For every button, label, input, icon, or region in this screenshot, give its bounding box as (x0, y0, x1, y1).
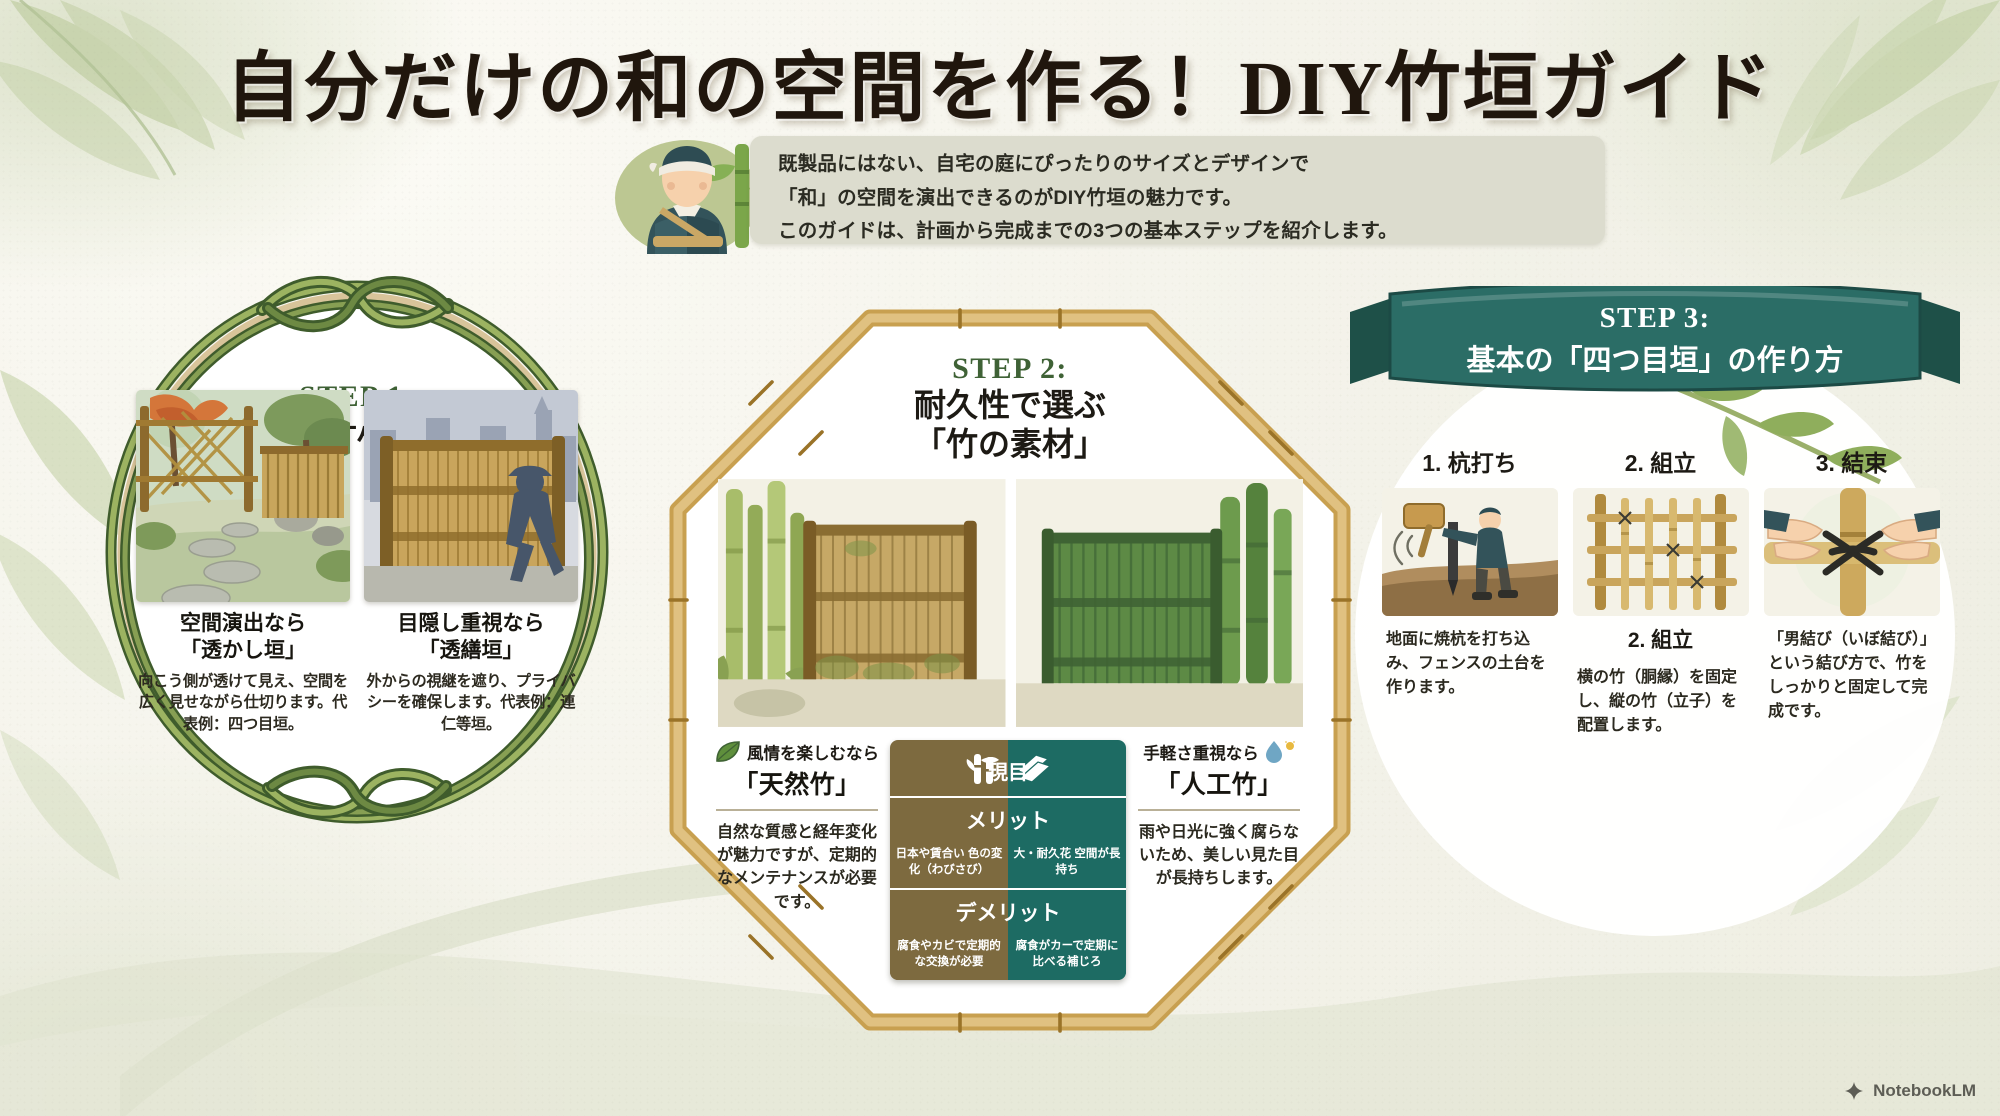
solid-bamboo-screen-fence-illustration (364, 390, 578, 602)
step1-card1-caption-head: 空間演出なら 「透かし垣」 (136, 611, 350, 665)
step3-title: 基本の「四つ目垣」の作り方 (1466, 345, 1844, 377)
step2-eyebrow: STEP 2: (952, 352, 1068, 385)
step3-item-2: 2. 組立 (1569, 444, 1752, 738)
comparison-demerit-natural: 腐食やカビで定期的な交換が必要 (890, 933, 1008, 981)
step3-ribbon: STEP 3: 基本の「四つ目垣」の作り方 (1350, 280, 1960, 396)
step2-natural-body: 自然な質感と経年変化が魅力ですが、定期的なメンテナンスが必要です。 (716, 824, 877, 911)
step1-card-mekakushigaki: 目隠し重視なら 「透繕垣」 外からの視継を遮り、プライバシーを確保します。代表例… (364, 390, 578, 735)
ribbon-shape (1350, 280, 1960, 392)
step3-item1-caption: 地面に焼杭を打ち込み、フェンスの土台を作ります。 (1386, 631, 1546, 696)
step3-item1-head: 1. 杭打ち (1422, 450, 1517, 476)
notebooklm-logo-icon (1845, 1082, 1864, 1100)
step1-card2-caption-body: 外からの視継を遮り、プライバシーを確保します。代表例：連仁等垣。 (366, 672, 576, 733)
comparison-header-label: 現目 (988, 762, 1028, 784)
comparison-merit-natural: 日本や賃合い 色の変化（わびさび） (890, 841, 1008, 889)
water-drop-sun-icon (1265, 741, 1295, 763)
japanese-garden-lattice-fence-illustration (136, 390, 350, 602)
intro-line-1: 既製品にはない、自宅の庭にぴったりのサイズとデザインで (778, 153, 1310, 175)
craftsman-with-bamboo-icon (615, 140, 783, 254)
step3-item2-caption: 横の竹（胴縁）を固定し、縦の竹（立子）を配置します。 (1577, 669, 1738, 734)
leaf-icon (716, 741, 740, 762)
comparison-merit-artificial: 大・耐久花 空間が長持ち (1008, 841, 1126, 889)
step2-natural-column: 風情を楽しむなら 「天然竹」 自然な質感と経年変化が魅力ですが、定期的なメンテナ… (712, 740, 882, 980)
footer-brand-text: NotebookLM (1873, 1081, 1976, 1100)
step1-card-sukashigaki: 空間演出なら 「透かし垣」 向こう側が透けて見え、空間を広く見せながら仕切ります… (136, 390, 350, 735)
divider (1138, 809, 1300, 811)
step1-card2-head-line2: 「透繕垣」 (418, 638, 524, 662)
step1-card1-head-line1: 空間演出なら (180, 612, 306, 635)
intro-section: 既製品にはない、自宅の庭にぴったりのサイズとデザインで 「和」の空間を演出できる… (595, 126, 1605, 254)
step1-card1-caption-body: 向こう側が透けて見え、空間を広く見せながら仕切ります。代表例：四つ目垣。 (138, 672, 348, 733)
hands-tying-knot-illustration (1763, 488, 1940, 616)
step3-circle-card (1355, 336, 1955, 936)
comparison-natural-header (890, 740, 1008, 796)
comparison-demerit-artificial: 腐食がカーで定期に比べる補じろ (1008, 933, 1126, 981)
step2-artificial-head: 手軽さ重視なら (1134, 740, 1304, 764)
step3-heading: STEP 3: 基本の「四つ目垣」の作り方 (1350, 302, 1960, 379)
step2-natural-name: 「天然竹」 (733, 771, 861, 799)
step3-item2-head: 2. 組立 (1624, 450, 1697, 476)
step3-item-3: 3. 結束 (1760, 444, 1943, 738)
step2-artificial-body: 雨や日光に強く腐らないため、美しい見た目が長持ちします。 (1138, 824, 1299, 888)
mallet-driving-stake-illustration (1381, 488, 1558, 616)
step2-title: 耐久性で選ぶ 「竹の素材」 (660, 386, 1360, 464)
intro-line-3: このガイドは、計画から完成までの3つの基本ステップを紹介します。 (778, 220, 1398, 243)
step2-comparison-table: 現目 メリット 日本や賃合い 色の変化（わびさび） 大・耐久花 空間が長持ち デ… (890, 740, 1126, 981)
artificial-bamboo-fence-photo (1015, 479, 1303, 727)
step3-item3-caption: 「男結び（いぼ結び）」という結び方で、竹をしっかりと固定して完成です。 (1768, 631, 1929, 720)
step2-heading: STEP 2: 耐久性で選ぶ 「竹の素材」 (660, 352, 1360, 464)
synthetic-panel-icon (1016, 754, 1052, 783)
step3-item3-head: 3. 結束 (1815, 450, 1888, 476)
step2-title-line2: 「竹の素材」 (913, 426, 1106, 463)
bamboo-stalk-icon (966, 754, 999, 784)
step1-card2-head-line1: 目隠し重視なら (397, 612, 545, 635)
step3-eyebrow: STEP 3: (1599, 302, 1711, 334)
natural-bamboo-fence-photo (718, 479, 1006, 727)
step2-artificial-name: 「人工竹」 (1155, 771, 1283, 799)
step2-artificial-column: 手軽さ重視なら 「人工竹」 雨や日光に強く腐らないため、美しい見た目が長持ちしま… (1134, 740, 1304, 980)
comparison-row-title-merit: メリット (966, 810, 1050, 833)
step3-item-1: 1. 杭打ち (1378, 444, 1561, 738)
step3-item2-subhead: 2. 組立 (1627, 629, 1694, 652)
step2-title-line1: 耐久性で選ぶ (913, 387, 1106, 423)
step1-panel: STEP 1: 目的で選ぶ「竹垣の種類」 (62, 262, 652, 832)
divider (716, 809, 878, 811)
intro-text-box: 既製品にはない、自宅の庭にぴったりのサイズとデザインで 「和」の空間を演出できる… (750, 136, 1605, 244)
page-title: 自分だけの和の空間を作る！DIY竹垣ガイド (225, 47, 1775, 131)
comparison-row-title-demerit: デメリット (955, 902, 1061, 926)
step1-card1-head-line2: 「透かし垣」 (180, 638, 306, 662)
step3-panel: STEP 3: 基本の「四つ目垣」の作り方 1. 杭打ち (1330, 280, 1980, 946)
comparison-artificial-header (1008, 740, 1126, 796)
intro-line-2: 「和」の空間を演出できるのがDIY竹垣の魅力です。 (778, 186, 1243, 209)
footer-branding: NotebookLM (1843, 1080, 1976, 1102)
step2-artificial-head-text: 手軽さ重視なら (1143, 745, 1259, 763)
step2-natural-head: 風情を楽しむなら (712, 740, 882, 764)
step1-card2-caption-head: 目隠し重視なら 「透繕垣」 (364, 611, 578, 665)
step2-natural-head-text: 風情を楽しむなら (747, 745, 879, 763)
bamboo-lattice-assembly-illustration (1572, 488, 1749, 616)
step2-panel: STEP 2: 耐久性で選ぶ 「竹の素材」 (660, 300, 1360, 1040)
